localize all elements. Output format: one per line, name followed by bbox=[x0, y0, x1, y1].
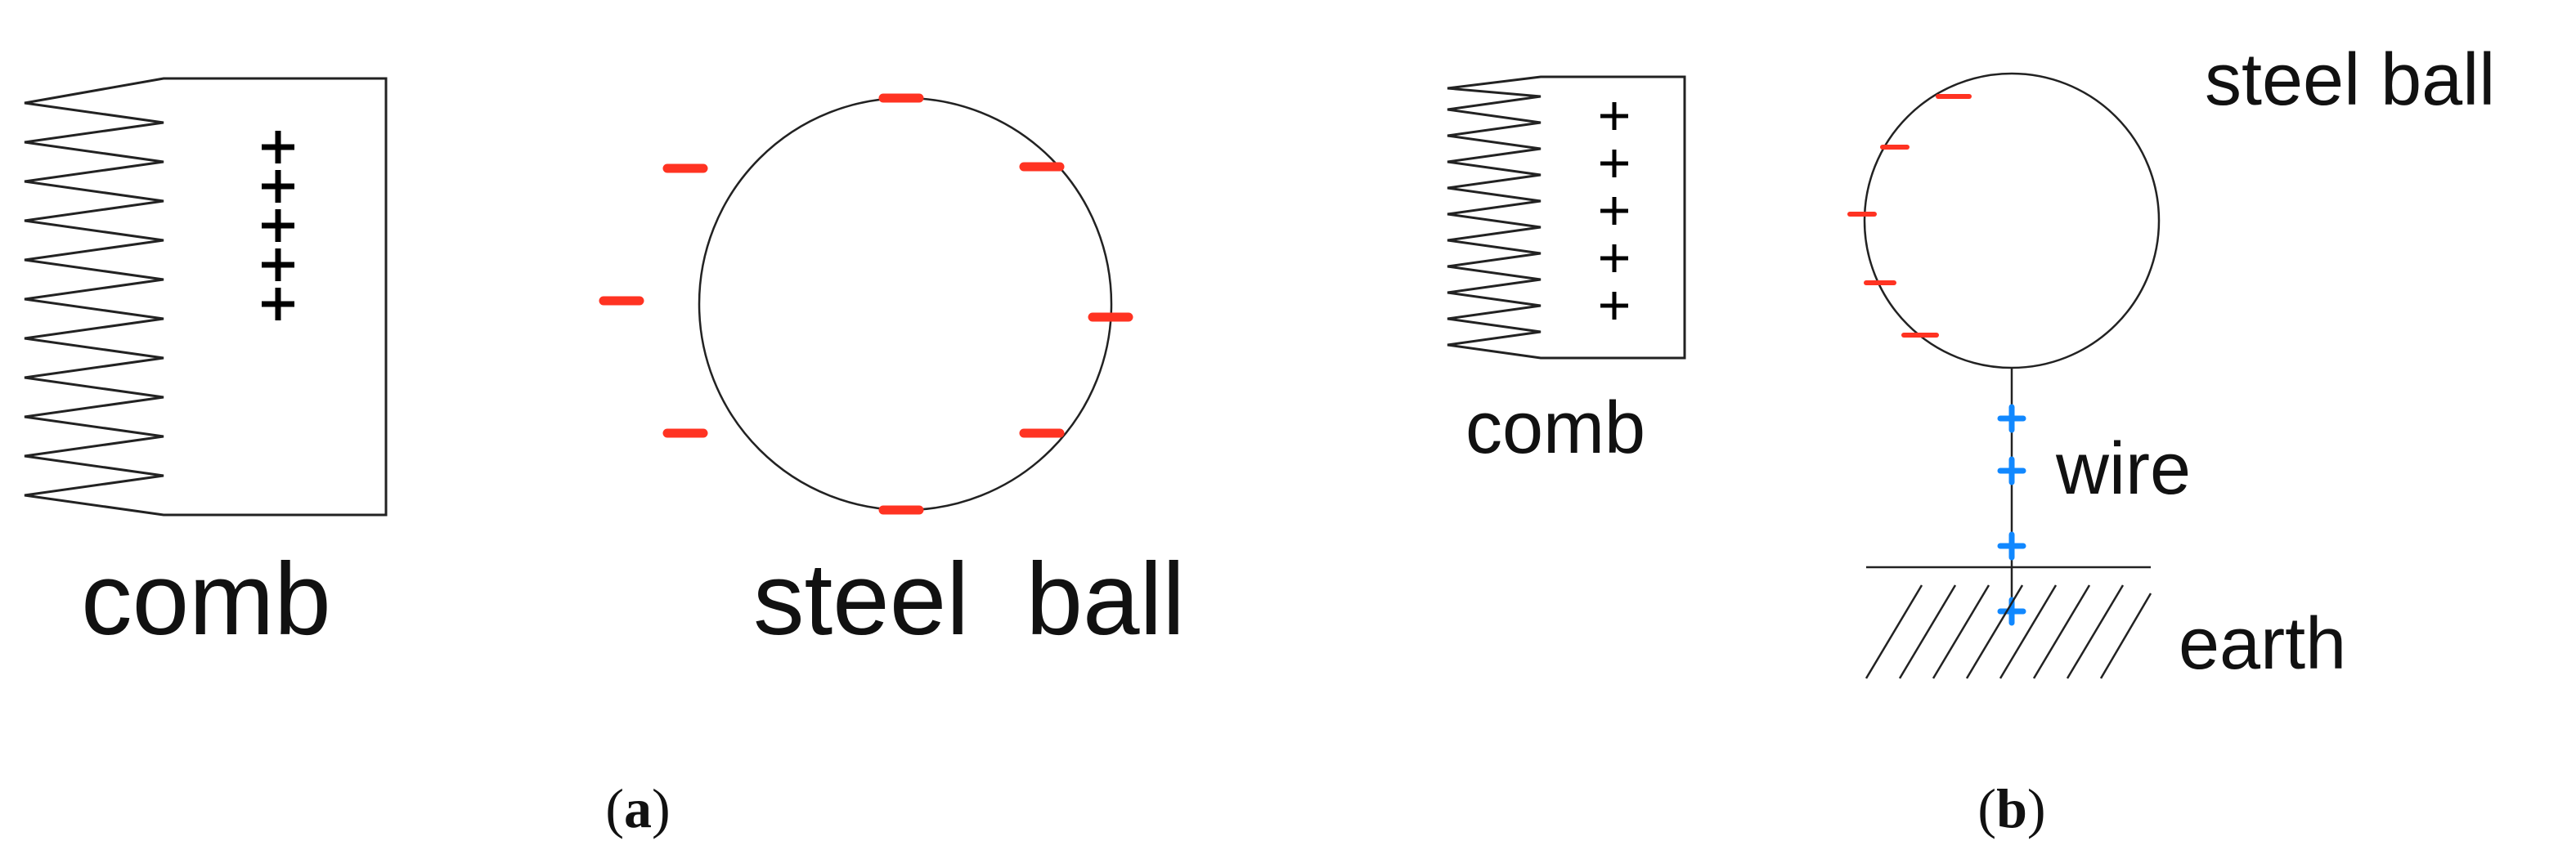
comb-b bbox=[1447, 75, 1686, 360]
panel-b-caption-close: ) bbox=[2027, 777, 2046, 839]
positive-charge-symbol bbox=[1600, 197, 1628, 225]
positive-charge-symbol bbox=[262, 131, 294, 163]
earth-ground bbox=[1865, 566, 2152, 679]
induced-positive-charge-symbol bbox=[1997, 456, 2026, 485]
steel-ball-b-charges bbox=[1847, 94, 1972, 338]
comb-a-label: comb bbox=[81, 543, 331, 656]
panel-b-caption: (b) bbox=[1977, 777, 2045, 839]
positive-charge-symbol bbox=[1600, 292, 1628, 320]
hatch-line bbox=[2099, 593, 2152, 679]
hatch-line bbox=[1932, 584, 1990, 679]
panel-b: comb steel ball wire earth (b) bbox=[1447, 39, 2495, 839]
hatch-line bbox=[1965, 584, 2024, 679]
panel-b-caption-open: ( bbox=[1977, 777, 1996, 839]
steel-ball-a-charges bbox=[599, 93, 1133, 515]
steel-ball-b-circle bbox=[1863, 72, 2161, 369]
positive-charge-symbol bbox=[262, 170, 294, 203]
comb-b-outline bbox=[1447, 75, 1686, 360]
steel-ball-a-circle bbox=[698, 96, 1113, 512]
panel-a: comb steel ball (a) bbox=[24, 77, 1185, 839]
comb-b-label: comb bbox=[1465, 387, 1645, 469]
panel-a-caption-letter: a bbox=[624, 777, 652, 839]
positive-charge-symbol bbox=[262, 248, 294, 281]
earth-label: earth bbox=[2179, 603, 2346, 685]
induced-positive-charge-symbol bbox=[1997, 531, 2026, 561]
panel-a-caption-open: ( bbox=[605, 777, 624, 839]
steel-ball-a-label: steel ball bbox=[753, 543, 1185, 656]
hatch-line bbox=[1898, 584, 1957, 679]
positive-charge-symbol bbox=[262, 288, 294, 320]
panel-a-caption: (a) bbox=[605, 777, 670, 839]
wire bbox=[1997, 368, 2026, 626]
induced-positive-charge-symbol bbox=[1997, 404, 2026, 433]
wire-label: wire bbox=[2055, 428, 2191, 510]
hatch-line bbox=[2032, 584, 2091, 679]
positive-charge-symbol bbox=[1600, 150, 1628, 177]
comb-a-charges bbox=[262, 131, 294, 320]
positive-charge-symbol bbox=[1600, 244, 1628, 272]
comb-a bbox=[24, 77, 388, 517]
hatch-line bbox=[1865, 584, 1923, 679]
positive-charge-symbol bbox=[1600, 102, 1628, 130]
steel-ball-b-label: steel ball bbox=[2205, 39, 2495, 121]
panel-a-caption-close: ) bbox=[652, 777, 671, 839]
comb-a-outline bbox=[24, 77, 388, 517]
hatch-line bbox=[2066, 584, 2125, 679]
panel-b-caption-letter: b bbox=[1996, 777, 2027, 839]
comb-b-charges bbox=[1600, 102, 1628, 320]
hatch-line bbox=[1999, 584, 2058, 679]
steel-ball-b bbox=[1847, 72, 2161, 369]
positive-charge-symbol bbox=[262, 209, 294, 242]
steel-ball-a bbox=[599, 93, 1133, 515]
earth-hatching bbox=[1865, 584, 2152, 679]
